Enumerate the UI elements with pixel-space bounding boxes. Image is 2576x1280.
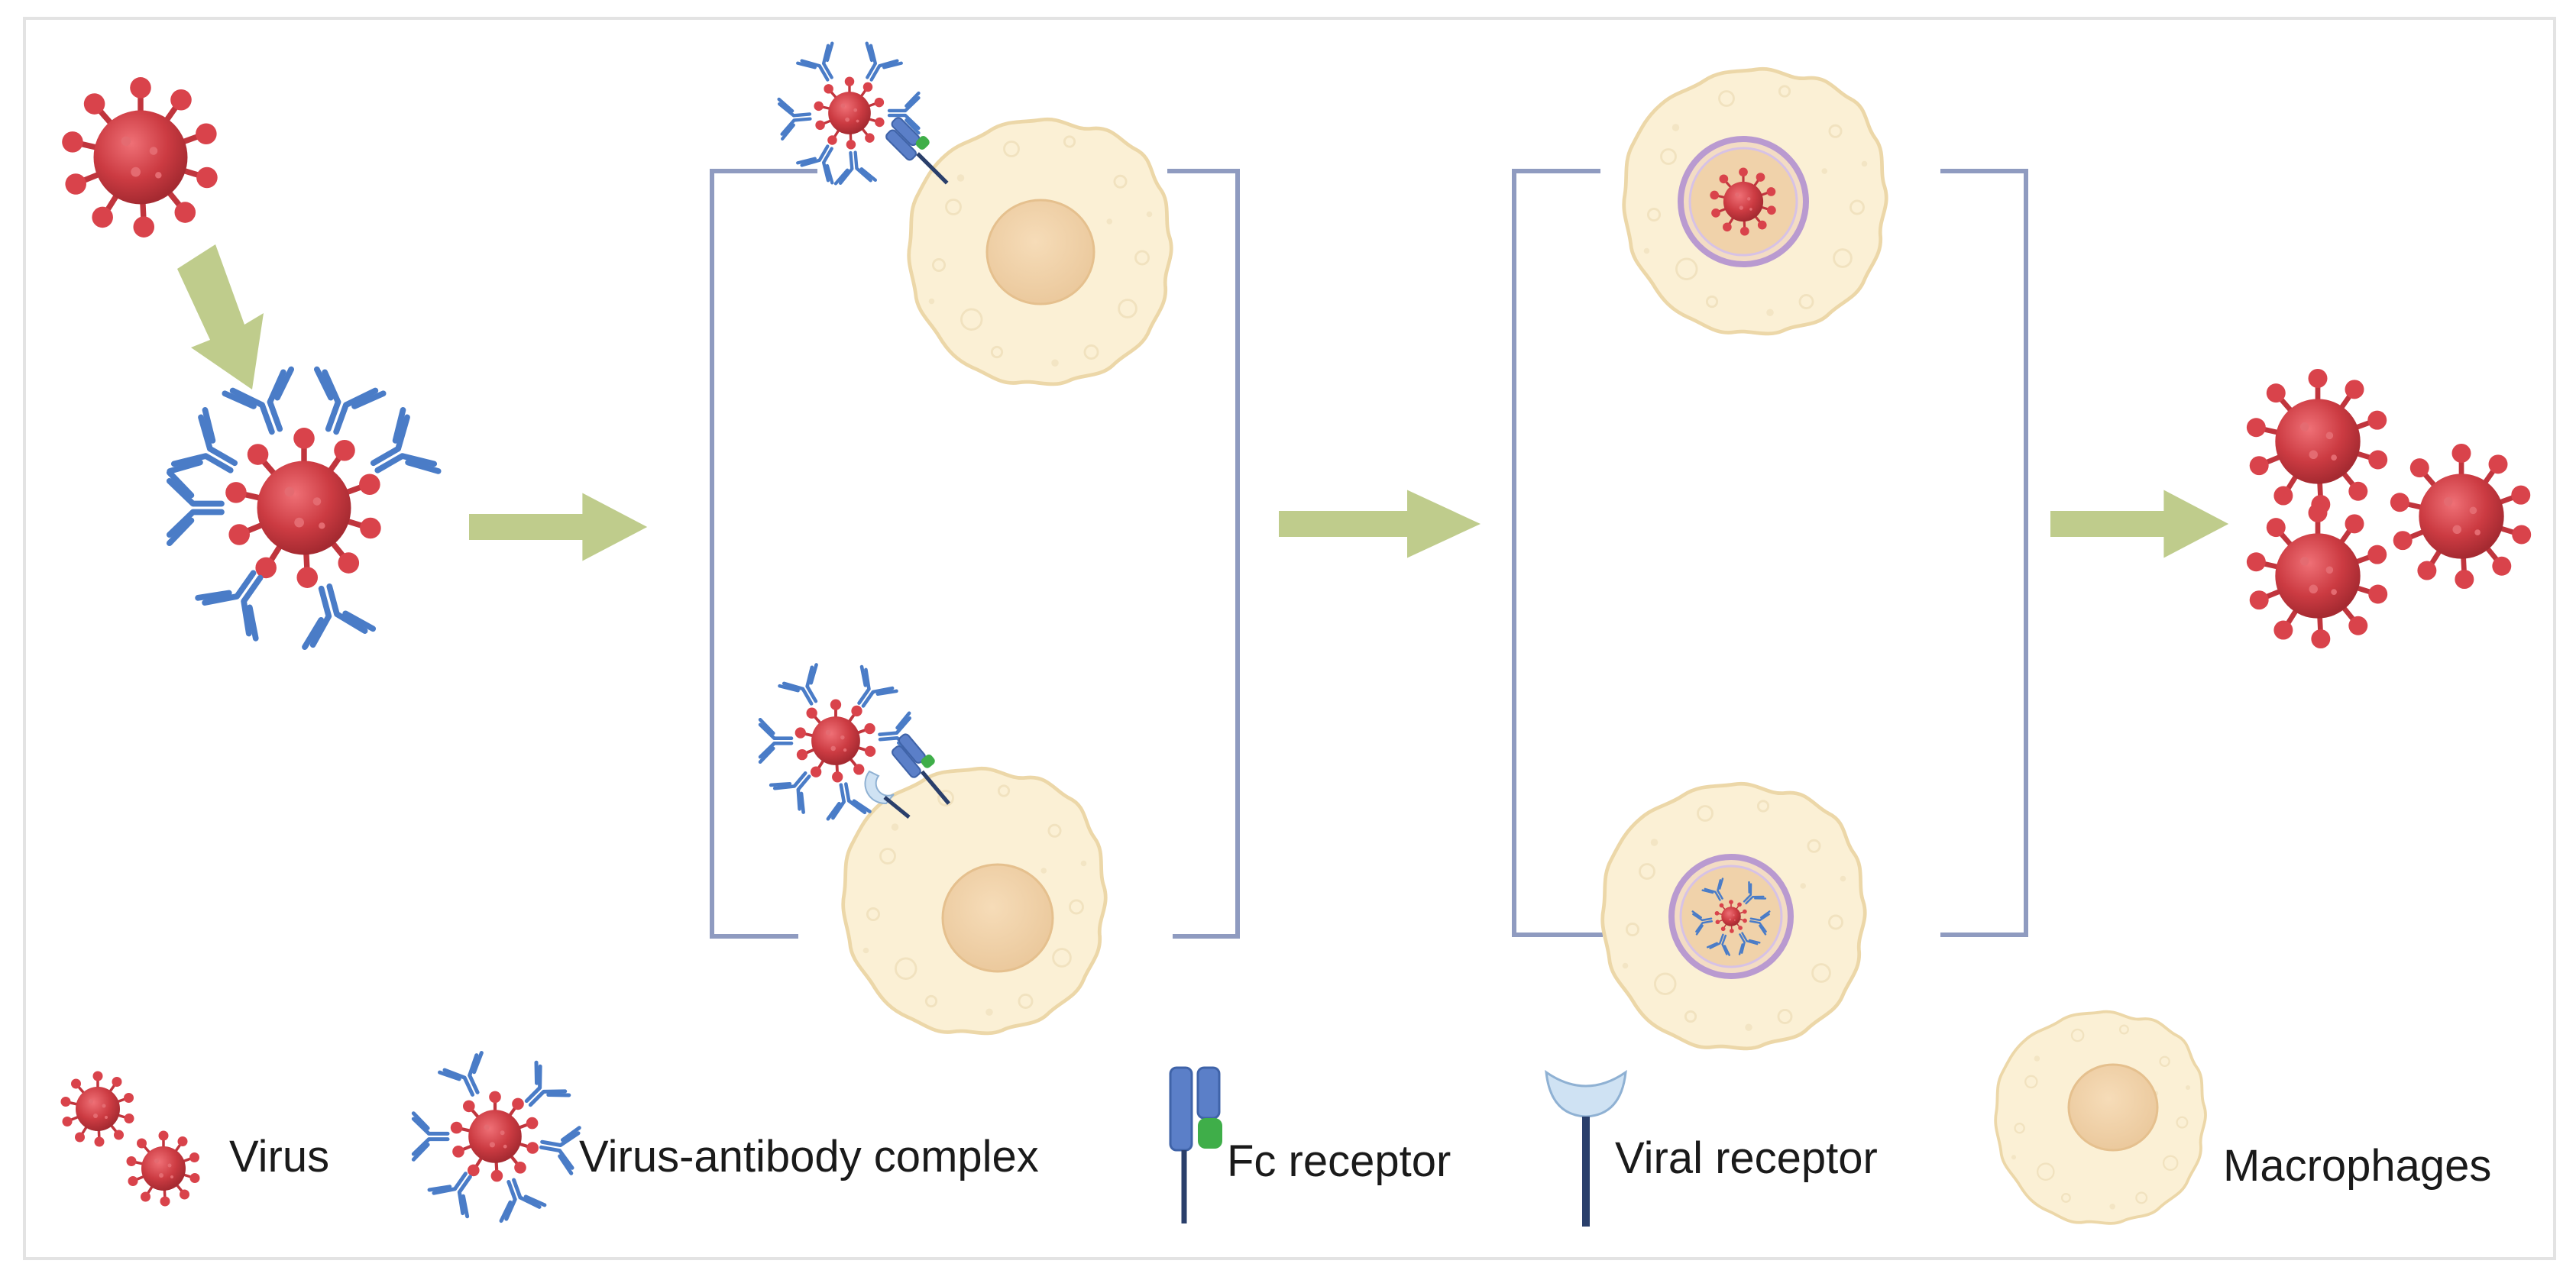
free-virus xyxy=(62,77,218,238)
bound-complex-fc-viral xyxy=(760,664,963,819)
legend-macrophage-label: Macrophages xyxy=(2223,1141,2491,1191)
legend-macrophage-icon xyxy=(1994,1010,2207,1225)
arrow-icon xyxy=(2050,490,2229,558)
legend-complex-label: Virus-antibody complex xyxy=(579,1132,1039,1181)
arrow-down-diagonal xyxy=(177,244,264,389)
legend-virus-label: Virus xyxy=(229,1132,329,1181)
macrophage-cell-icon xyxy=(843,768,1106,1033)
figure-frame xyxy=(23,17,2556,1260)
legend-fc-receptor-label: Fc receptor xyxy=(1227,1136,1451,1186)
legend-viral-receptor-label: Viral receptor xyxy=(1615,1133,1878,1183)
bracket-left-stage-2 xyxy=(710,169,817,939)
macrophage-cell-icon xyxy=(909,119,1172,384)
legend-complex-icon xyxy=(413,1053,579,1221)
progeny-virus xyxy=(2247,369,2531,648)
legend-virus-icon xyxy=(59,1069,202,1208)
fc-receptor-icon xyxy=(1169,1066,1222,1223)
arrow-icon xyxy=(1279,490,1481,558)
bracket-right-stage-2 xyxy=(1167,169,1240,939)
bracket-left-stage-3 xyxy=(1512,169,1603,937)
bracket-right-stage-3 xyxy=(1940,169,2028,937)
arrow-icon xyxy=(469,493,648,561)
viral-receptor-icon xyxy=(1545,1069,1627,1227)
legend: Virus Virus-antibody complex Fc receptor… xyxy=(59,1010,2491,1227)
virus-antibody-complex xyxy=(170,370,439,648)
